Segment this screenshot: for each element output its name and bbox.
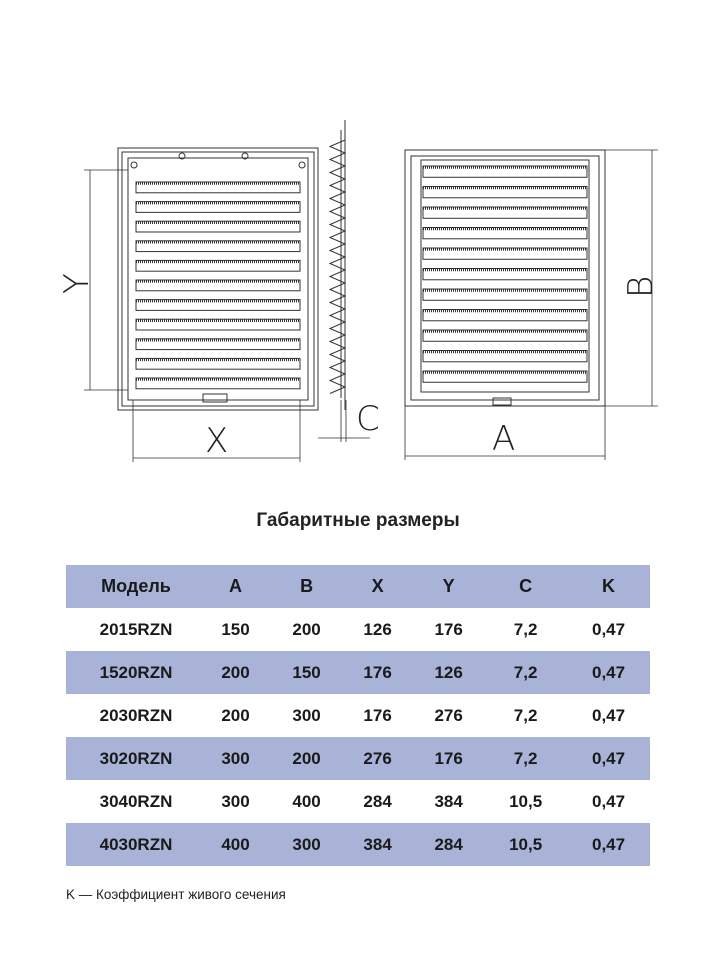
face-slat bbox=[422, 206, 588, 219]
table-cell: 150 bbox=[292, 662, 321, 682]
table-cell: 0,47 bbox=[591, 748, 626, 768]
front-slat bbox=[135, 240, 301, 253]
table-cell: 200 bbox=[292, 748, 321, 768]
table-cell: 10,5 bbox=[509, 791, 543, 811]
table-cell: 3020RZN bbox=[99, 748, 173, 768]
column-header: K bbox=[602, 576, 616, 596]
face-slat bbox=[422, 370, 588, 383]
face-slat bbox=[422, 268, 588, 281]
face-slat bbox=[422, 165, 588, 178]
grille-technical-drawing: Y X C A B bbox=[57, 120, 661, 462]
face-slat bbox=[422, 309, 588, 322]
table-cell: 300 bbox=[221, 791, 250, 811]
front-view-face bbox=[404, 149, 606, 407]
front-slat bbox=[135, 299, 301, 311]
table-row: 4030RZN 400 300 384 284 10,5 0,47 bbox=[66, 823, 650, 866]
table-cell: 1520RZN bbox=[99, 662, 173, 682]
column-header: A bbox=[229, 576, 243, 596]
dim-label-c: C bbox=[356, 399, 380, 439]
table-cell: 126 bbox=[363, 619, 392, 639]
table-header-row: Модель A B X Y C K bbox=[66, 565, 650, 608]
face-slat bbox=[422, 288, 588, 301]
front-slat bbox=[135, 318, 301, 331]
dim-label-x: X bbox=[205, 421, 228, 461]
table-cell: 7,2 bbox=[513, 619, 538, 639]
face-slat bbox=[422, 329, 588, 342]
table-cell: 300 bbox=[292, 834, 321, 854]
table-row: 1520RZN 200 150 176 126 7,2 0,47 bbox=[66, 651, 650, 694]
dimension-lines bbox=[84, 149, 658, 462]
table-cell: 10,5 bbox=[509, 834, 543, 854]
table-cell: 0,47 bbox=[591, 619, 626, 639]
table-cell: 300 bbox=[292, 705, 321, 725]
table-cell: 0,47 bbox=[591, 834, 626, 854]
table-cell: 0,47 bbox=[591, 662, 626, 682]
table-cell: 0,47 bbox=[591, 705, 626, 725]
table-cell: 384 bbox=[434, 791, 463, 811]
table-cell: 284 bbox=[363, 791, 392, 811]
table-cell: 176 bbox=[363, 662, 392, 682]
table-cell: 176 bbox=[434, 619, 463, 639]
front-view-back bbox=[117, 147, 319, 411]
dim-label-y: Y bbox=[57, 273, 97, 294]
column-header: X bbox=[371, 576, 384, 596]
table-cell: 2015RZN bbox=[99, 619, 173, 639]
front-slat bbox=[135, 338, 301, 351]
table-cell: 200 bbox=[292, 619, 321, 639]
table-row: 2015RZN 150 200 126 176 7,2 0,47 bbox=[66, 608, 650, 651]
table-cell: 0,47 bbox=[591, 791, 626, 811]
table-cell: 276 bbox=[363, 748, 392, 768]
front-slat bbox=[135, 201, 301, 213]
table-cell: 400 bbox=[292, 791, 321, 811]
table-cell: 400 bbox=[221, 834, 250, 854]
front-slat bbox=[135, 357, 301, 370]
face-slat bbox=[422, 186, 588, 199]
column-header: Модель bbox=[101, 576, 171, 596]
front-slat bbox=[135, 259, 301, 272]
table-cell: 7,2 bbox=[513, 662, 538, 682]
face-slat bbox=[422, 247, 588, 260]
column-header: Y bbox=[442, 576, 455, 596]
table-cell: 4030RZN bbox=[99, 834, 173, 854]
table-cell: 384 bbox=[363, 834, 392, 854]
table-cell: 200 bbox=[221, 705, 250, 725]
table-cell: 200 bbox=[221, 662, 250, 682]
column-header: B bbox=[300, 576, 314, 596]
front-slat bbox=[135, 377, 301, 390]
table-cell: 2030RZN bbox=[99, 705, 173, 725]
front-slat bbox=[135, 220, 301, 233]
side-view bbox=[328, 120, 347, 410]
table-cell: 3040RZN bbox=[99, 791, 173, 811]
table-cell: 300 bbox=[221, 748, 250, 768]
column-header: C bbox=[519, 576, 533, 596]
table-row: 3020RZN 300 200 276 176 7,2 0,47 bbox=[66, 737, 650, 780]
table-cell: 276 bbox=[434, 705, 463, 725]
table-cell: 126 bbox=[434, 662, 463, 682]
table-cell: 7,2 bbox=[513, 748, 538, 768]
face-slat bbox=[422, 227, 588, 240]
table-cell: 176 bbox=[363, 705, 392, 725]
footnote: K — Коэффициент живого сечения bbox=[66, 887, 286, 902]
front-slat bbox=[135, 181, 301, 194]
section-title: Габаритные размеры bbox=[256, 510, 460, 531]
table-cell: 176 bbox=[434, 748, 463, 768]
dim-label-b: B bbox=[621, 276, 661, 298]
table-cell: 150 bbox=[221, 619, 250, 639]
face-slat bbox=[422, 350, 588, 363]
dim-label-a: A bbox=[492, 419, 515, 459]
table-row: 2030RZN 200 300 176 276 7,2 0,47 bbox=[66, 694, 650, 737]
table-row: 3040RZN 300 400 284 384 10,5 0,47 bbox=[66, 780, 650, 823]
table-cell: 7,2 bbox=[513, 705, 538, 725]
table-cell: 284 bbox=[434, 834, 463, 854]
front-slat bbox=[135, 279, 301, 292]
